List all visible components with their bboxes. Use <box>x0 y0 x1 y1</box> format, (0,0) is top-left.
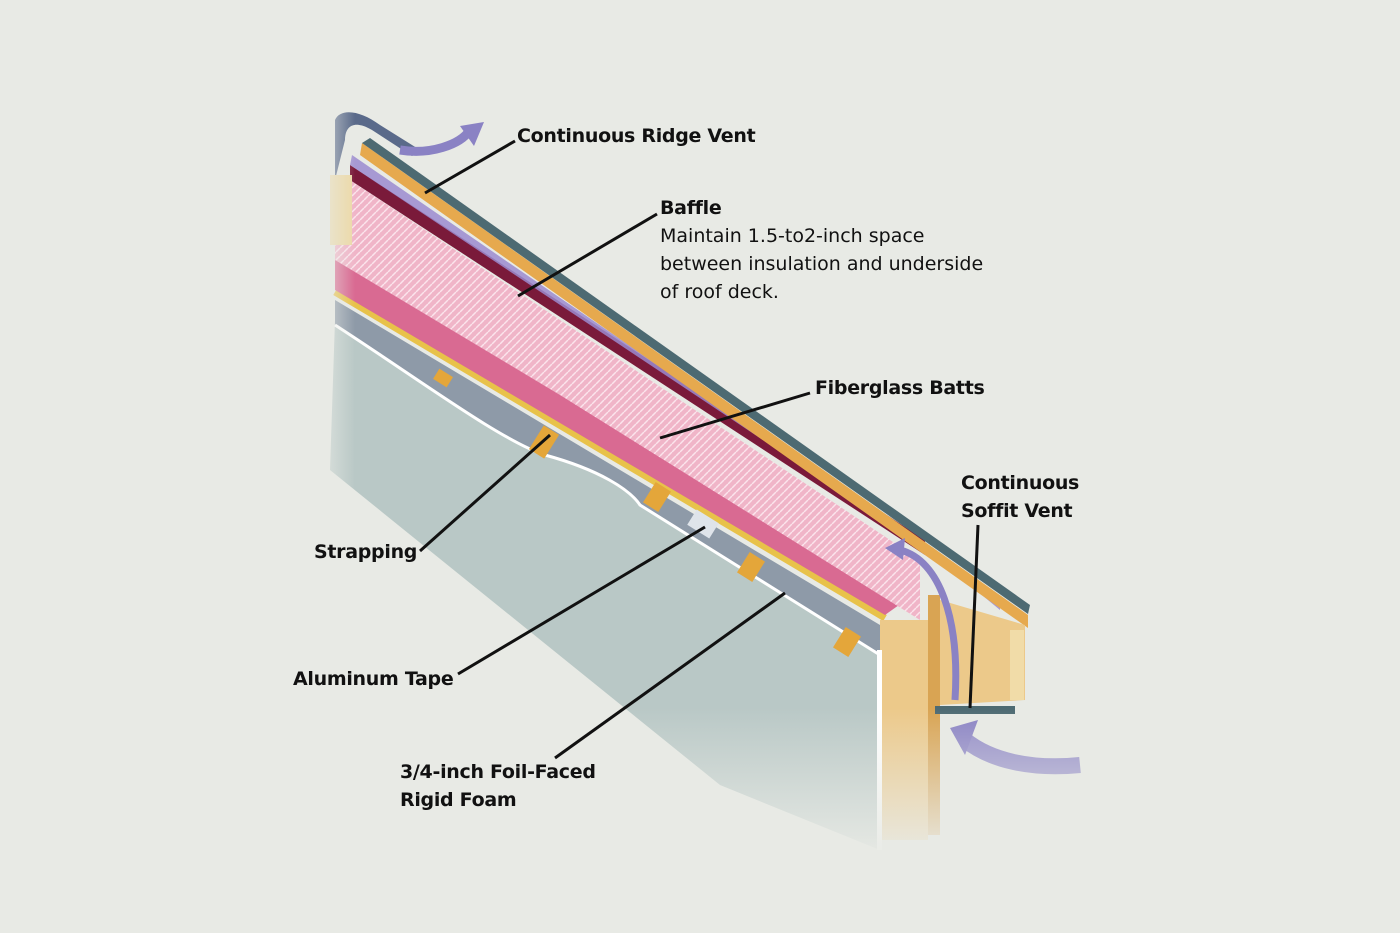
label-baffle: Baffle <box>660 197 722 219</box>
label-baffle-desc-1: Maintain 1.5-to2-inch space <box>660 225 925 247</box>
label-soffit-vent-2: Soffit Vent <box>961 500 1073 522</box>
label-baffle-desc-2: between insulation and underside <box>660 253 984 275</box>
label-strapping: Strapping <box>314 541 418 563</box>
leader-lines <box>419 139 980 760</box>
label-fiberglass-batts: Fiberglass Batts <box>815 377 985 399</box>
label-soffit-vent-1: Continuous <box>961 472 1080 494</box>
label-ridge-vent: Continuous Ridge Vent <box>517 125 756 147</box>
label-baffle-desc-3: of roof deck. <box>660 281 779 303</box>
label-foam-2: Rigid Foam <box>400 789 517 811</box>
label-aluminum-tape: Aluminum Tape <box>293 668 454 690</box>
label-foam-1: 3/4-inch Foil-Faced <box>400 761 596 783</box>
